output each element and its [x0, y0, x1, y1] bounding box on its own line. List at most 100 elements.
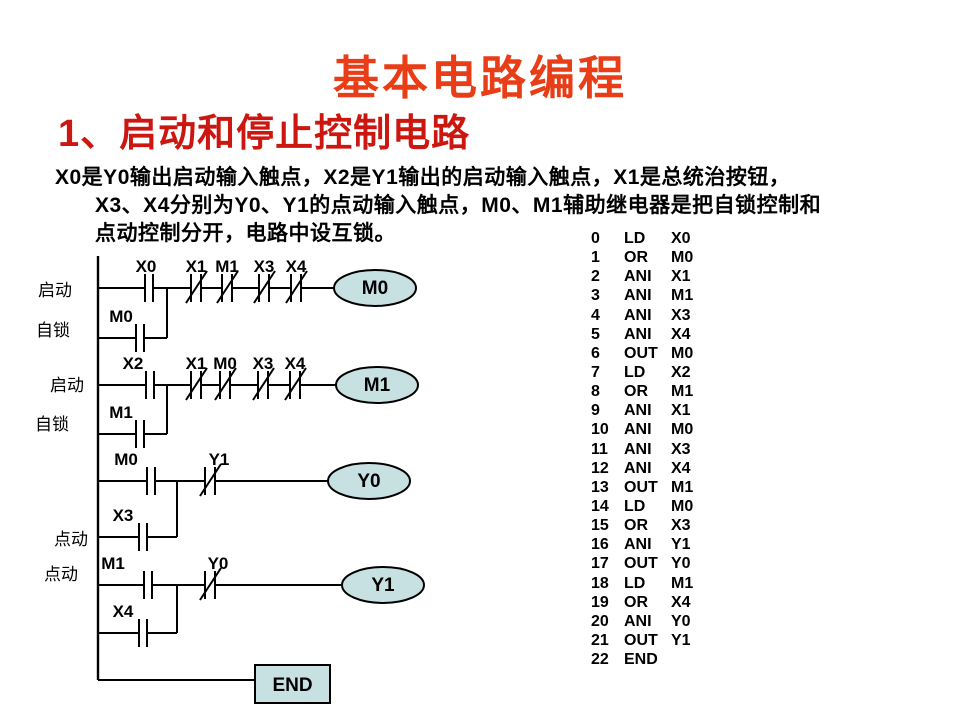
instruction-operand: M0 [671, 497, 694, 515]
instruction-operand: Y0 [671, 612, 691, 630]
instruction-operand: M0 [671, 421, 694, 439]
instruction-opcode: ANI [624, 421, 652, 439]
instruction-step: 5 [591, 325, 600, 343]
end-box [254, 664, 331, 704]
instruction-step: 0 [591, 230, 600, 247]
instruction-opcode: END [624, 651, 658, 669]
instruction-opcode: ANI [624, 459, 652, 477]
instruction-opcode: OUT [624, 631, 658, 649]
instruction-operand: X3 [671, 440, 691, 458]
contact-label-X1: X1 [186, 354, 207, 373]
instruction-opcode: OUT [624, 478, 658, 496]
instruction-operand: X2 [671, 363, 691, 381]
rail-annotation-1: 自锁 [36, 321, 70, 340]
instruction-operand: X4 [671, 325, 691, 343]
instruction-row: 11 ANI X3 [591, 440, 713, 459]
contact-nc-slash [285, 270, 308, 304]
contact-nc-slash [284, 367, 307, 401]
instruction-row: 17 OUT Y0 [591, 554, 713, 573]
rail-annotation-0: 启动 [38, 281, 72, 300]
coil-label-Y0: Y0 [357, 471, 380, 492]
coil-M0 [333, 269, 417, 307]
instruction-operand: M0 [671, 344, 694, 362]
instruction-opcode: OR [624, 593, 648, 611]
instruction-step: 22 [591, 651, 609, 669]
contact-nc-slash [199, 567, 222, 601]
contact-nc-slash [253, 270, 276, 304]
contact-label-M1: M1 [215, 257, 239, 276]
contact-label-X3: X3 [253, 354, 274, 373]
coil-label-Y1: Y1 [371, 575, 395, 596]
end-label: END [272, 675, 312, 696]
rail-annotation-3: 自锁 [35, 415, 69, 434]
instruction-row: 12 ANI X4 [591, 459, 713, 478]
contact-label-X4: X4 [285, 354, 306, 373]
instruction-operand: X3 [671, 517, 691, 535]
contact-label-X2: X2 [123, 354, 144, 373]
contact-nc-slash [252, 367, 275, 401]
instruction-step: 21 [591, 631, 609, 649]
contact-nc-slash [185, 367, 208, 401]
coil-label-M0: M0 [362, 278, 388, 299]
instruction-operand: X3 [671, 306, 691, 324]
slide-title: 基本电路编程 [333, 52, 627, 104]
instruction-step: 13 [591, 478, 609, 496]
instruction-step: 11 [591, 440, 608, 458]
contact-label-X4: X4 [286, 257, 307, 276]
instruction-opcode: OUT [624, 344, 658, 362]
instruction-step: 8 [591, 383, 600, 401]
instruction-opcode: ANI [624, 612, 652, 630]
instruction-operand: Y0 [671, 555, 691, 573]
instruction-opcode: ANI [624, 287, 652, 305]
contact-label-M1: M1 [109, 403, 133, 422]
instruction-opcode: OR [624, 249, 648, 267]
instruction-opcode: ANI [624, 306, 652, 324]
contact-label-X1: X1 [186, 257, 207, 276]
instruction-opcode: OUT [624, 555, 658, 573]
contact-label-Y1: Y1 [209, 450, 230, 469]
instruction-operand: Y1 [671, 536, 691, 554]
instruction-step: 9 [591, 402, 600, 420]
instruction-opcode: ANI [624, 440, 652, 458]
rail-annotation-2: 启动 [50, 376, 84, 395]
instruction-step: 17 [591, 555, 609, 573]
contact-label-X0: X0 [136, 257, 157, 276]
instruction-operand: X4 [671, 459, 691, 477]
instruction-row: 14 LD M0 [591, 497, 713, 516]
instruction-opcode: LD [624, 497, 646, 515]
coil-M1 [335, 366, 419, 404]
instruction-operand [671, 650, 713, 669]
contact-label-X4: X4 [113, 602, 134, 621]
instruction-step: 3 [591, 287, 600, 305]
instruction-step: 15 [591, 517, 609, 535]
rail-annotation-4: 点动 [54, 530, 88, 549]
instruction-opcode: ANI [624, 536, 652, 554]
instruction-step: 7 [591, 363, 600, 381]
coil-Y0 [327, 462, 411, 500]
instruction-operand: X0 [671, 230, 691, 247]
instruction-step: 2 [591, 268, 600, 286]
instruction-step: 14 [591, 497, 609, 515]
description-line-2: X3、X4分别为Y0、Y1的点动输入触点，M0、M1辅助继电器是把自锁控制和 [95, 194, 822, 217]
instruction-opcode: LD [624, 363, 646, 381]
contact-nc-slash [214, 367, 237, 401]
instruction-step: 18 [591, 574, 609, 592]
section-heading: 1、启动和停止控制电路 [58, 113, 471, 155]
instruction-step: 12 [591, 459, 609, 477]
